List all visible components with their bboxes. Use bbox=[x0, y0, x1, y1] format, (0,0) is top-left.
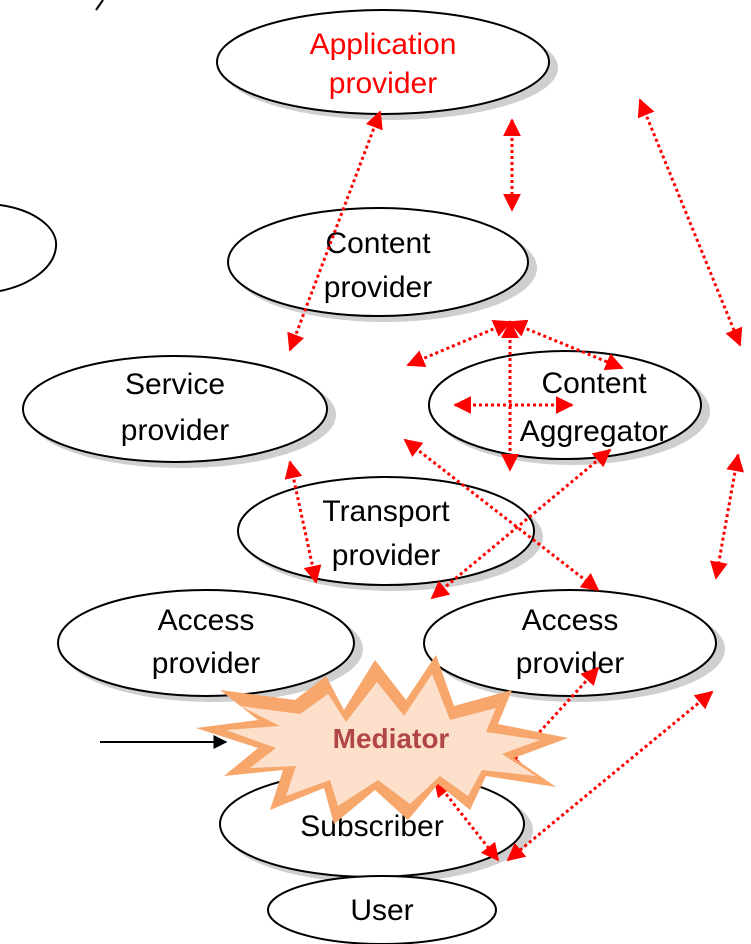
service-provider-node: Service provider bbox=[22, 355, 336, 468]
transport-provider-node: Transport provider bbox=[237, 476, 543, 591]
content-provider-label-2: provider bbox=[324, 271, 432, 304]
service-provider-label-2: provider bbox=[121, 414, 229, 447]
link-right-subscriber bbox=[506, 690, 714, 862]
transport-provider-label-2: provider bbox=[332, 539, 440, 572]
access-provider-left-label-2: provider bbox=[152, 647, 260, 680]
content-provider-node: Content provider bbox=[227, 207, 537, 322]
transport-provider-label-1: Transport bbox=[322, 495, 450, 528]
user-node: User bbox=[267, 875, 497, 944]
mediator-starburst: Mediator bbox=[196, 655, 568, 824]
link-mediator-subscriber bbox=[433, 778, 500, 862]
mediator-burst-inner bbox=[226, 674, 540, 806]
mediator-label: Mediator bbox=[333, 723, 450, 754]
application-provider-label-2: provider bbox=[329, 67, 437, 100]
content-aggregator-label-2: Aggregator bbox=[520, 415, 668, 448]
application-provider-node: Application provider bbox=[216, 9, 558, 120]
link-application-access-right bbox=[637, 98, 743, 347]
user-label: User bbox=[350, 894, 413, 927]
link-hub-left bbox=[406, 319, 512, 368]
partial-arrow-top-left bbox=[95, 0, 104, 11]
access-provider-right-node: Access provider bbox=[423, 589, 725, 702]
subscriber-label: Subscriber bbox=[300, 810, 443, 843]
link-service-access-right bbox=[403, 438, 600, 592]
link-application-service bbox=[287, 110, 383, 352]
content-aggregator-label-1: Content bbox=[541, 367, 647, 400]
application-provider-label-1: Application bbox=[310, 28, 457, 61]
partial-ellipse-left bbox=[0, 204, 58, 292]
service-provider-label-1: Service bbox=[125, 368, 225, 401]
link-right-vertical bbox=[709, 453, 745, 580]
access-provider-right-label-2: provider bbox=[516, 647, 624, 680]
link-hub-right bbox=[508, 319, 624, 371]
access-provider-left-node: Access provider bbox=[57, 589, 363, 702]
link-service-access-left bbox=[284, 460, 322, 584]
content-provider-label-1: Content bbox=[325, 227, 431, 260]
access-provider-left-label-1: Access bbox=[158, 604, 255, 637]
content-aggregator-node: Content Aggregator bbox=[428, 350, 710, 465]
access-provider-right-label-1: Access bbox=[522, 604, 619, 637]
